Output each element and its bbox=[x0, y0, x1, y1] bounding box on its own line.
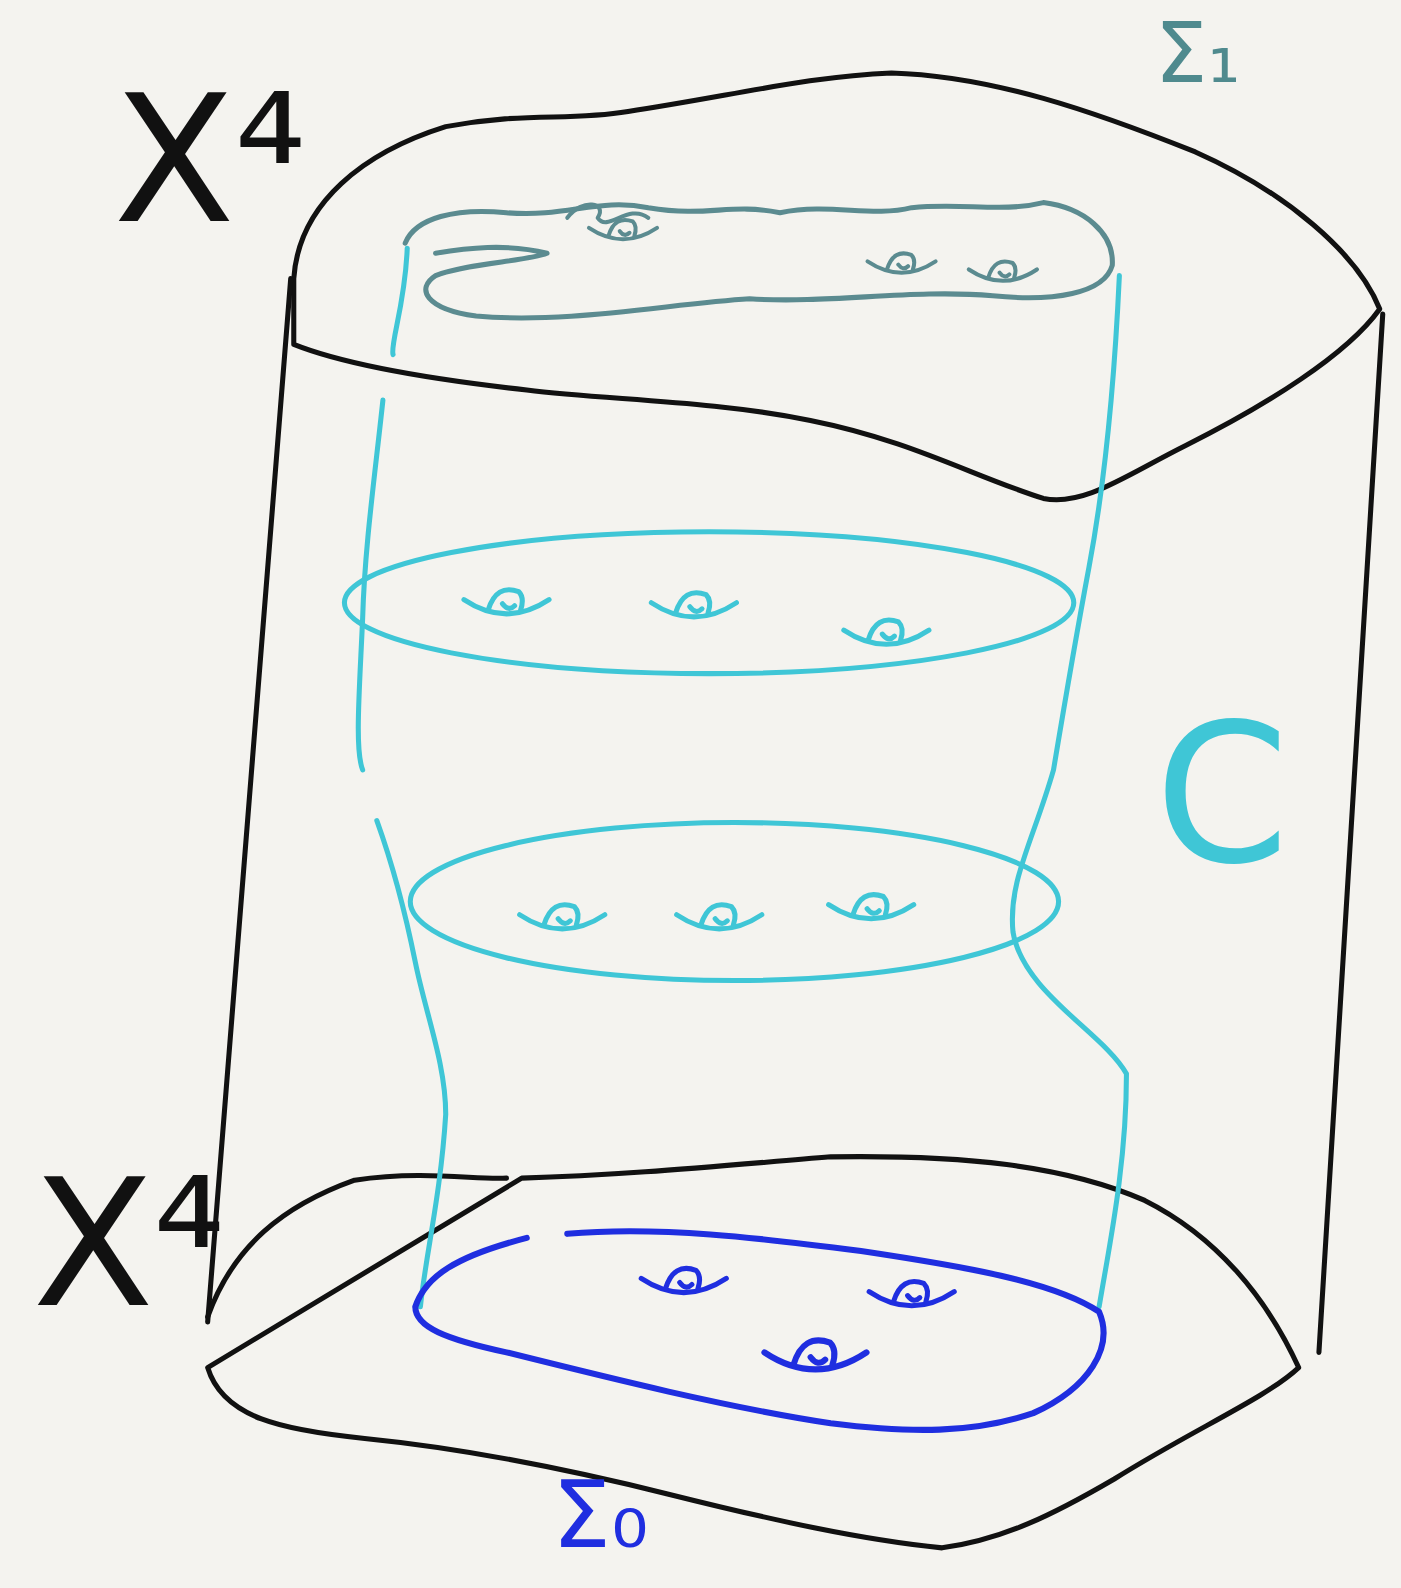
sigma-one-surface bbox=[405, 203, 1112, 318]
genus-handle bbox=[589, 220, 657, 239]
handle-cap bbox=[676, 593, 710, 613]
handle-cap bbox=[853, 895, 887, 915]
genus-handle bbox=[868, 253, 936, 272]
genus-handle bbox=[464, 590, 549, 614]
bottom-slice-outline bbox=[208, 1157, 1299, 1548]
handle-cap bbox=[893, 1282, 927, 1302]
handle-cap bbox=[701, 905, 735, 925]
handle-cap bbox=[544, 905, 578, 925]
genus-handle bbox=[969, 261, 1037, 280]
handle-cap bbox=[666, 1268, 700, 1288]
genus-handle bbox=[764, 1340, 866, 1369]
math-label: Σ₁ bbox=[1155, 12, 1241, 95]
handle-cap bbox=[988, 261, 1015, 277]
right-side-line bbox=[1319, 314, 1383, 1352]
handle-cap bbox=[868, 620, 902, 640]
handle-cap bbox=[887, 253, 914, 269]
genus-handle bbox=[651, 593, 736, 617]
math-label: X⁴ bbox=[113, 71, 306, 248]
cobordism-left-side bbox=[358, 248, 445, 1307]
math-label: X⁴ bbox=[32, 1155, 225, 1332]
top-slice-outline bbox=[294, 73, 1380, 500]
middle-slice-upper bbox=[344, 532, 1073, 674]
sigma-one-wiggle bbox=[567, 204, 648, 222]
genus-handle bbox=[869, 1282, 954, 1306]
handle-cap bbox=[608, 220, 635, 236]
cobordism-right-side bbox=[1012, 276, 1126, 1307]
genus-handle bbox=[829, 895, 914, 919]
middle-slice-lower bbox=[410, 823, 1058, 981]
sigma-zero-surface bbox=[415, 1231, 1103, 1430]
handle-cap bbox=[794, 1340, 835, 1364]
math-label: Σ₀ bbox=[552, 1469, 648, 1562]
genus-handle bbox=[677, 905, 762, 929]
genus-handle bbox=[641, 1268, 726, 1292]
math-label: C bbox=[1155, 699, 1289, 891]
genus-handle bbox=[844, 620, 929, 644]
handle-cap bbox=[488, 590, 522, 610]
genus-handle bbox=[520, 905, 605, 929]
